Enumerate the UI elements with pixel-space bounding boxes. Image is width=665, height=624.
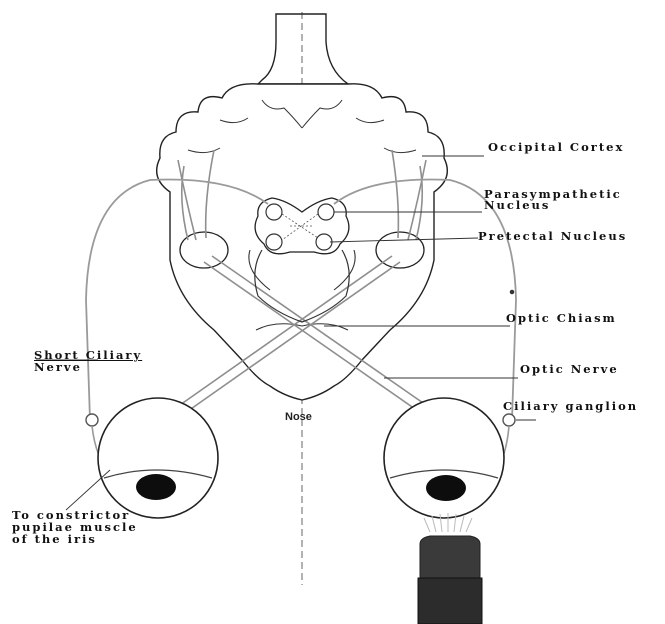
occipital-cortex-label: Occipital Cortex	[488, 142, 624, 152]
left-pupil	[136, 474, 176, 500]
constrictor-label-line1: To constrictor	[12, 510, 130, 520]
right-eye	[384, 398, 504, 518]
optic-nerve-label: Optic Nerve	[520, 364, 619, 374]
short-ciliary-nerve-label-line2: Nerve	[34, 362, 82, 372]
pretectal-nucleus-label: Pretectal Nucleus	[478, 231, 627, 241]
brainstem	[258, 14, 348, 84]
parasympathetic-nucleus-label-line2: Nucleus	[484, 200, 550, 210]
right-ciliary-ganglion	[503, 414, 515, 426]
left-ciliary-ganglion	[86, 414, 98, 426]
ciliary-ganglion-label: Ciliary ganglion	[503, 401, 638, 411]
nose-label: Nose	[285, 411, 312, 423]
left-eye	[98, 398, 218, 518]
right-pupil	[426, 475, 466, 501]
short-ciliary-nerve-label-line1: Short Ciliary	[34, 350, 142, 360]
light-source	[418, 513, 482, 624]
constrictor-label-line3: of the iris	[12, 534, 97, 544]
constrictor-label-line2: pupilae muscle	[12, 522, 138, 532]
optic-chiasm-label: Optic Chiasm	[506, 313, 617, 323]
